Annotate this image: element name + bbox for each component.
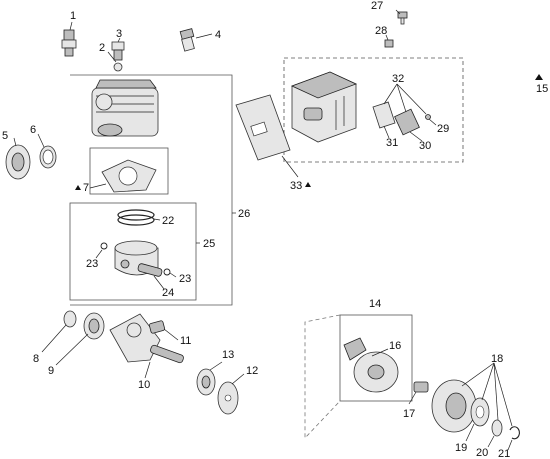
thrust-washer-hole — [224, 394, 232, 402]
cylinder-group-box — [70, 74, 233, 306]
spark-plug-part — [61, 29, 77, 57]
callout-8: 8 — [33, 353, 39, 365]
circlip-part — [100, 242, 108, 250]
piston-pin-part — [137, 263, 163, 277]
bearing-part — [196, 368, 216, 396]
callout-16: 16 — [389, 340, 401, 352]
decompression-valve-part — [111, 41, 125, 61]
callout-9: 9 — [48, 365, 54, 377]
callout-22: 22 — [162, 215, 174, 227]
callout-24: 24 — [162, 287, 174, 299]
clutch-assembly-part — [343, 337, 399, 393]
e-clip-part — [509, 426, 520, 440]
callout-13: 13 — [222, 349, 234, 361]
circlip-part — [163, 268, 171, 276]
callout-32: 32 — [392, 73, 404, 85]
exhaust-gasket-part — [372, 101, 396, 129]
callout-33: 33 — [290, 180, 302, 192]
callout-6: 6 — [30, 124, 36, 136]
needle-cage-part — [413, 381, 429, 393]
callout-17: 17 — [403, 408, 415, 420]
callout-25: 25 — [203, 238, 215, 250]
marker-triangle — [305, 182, 311, 187]
callout-5: 5 — [2, 130, 8, 142]
callout-30: 30 — [419, 140, 431, 152]
callout-27: 27 — [371, 0, 383, 12]
bearing-part — [83, 312, 105, 340]
callout-28: 28 — [375, 25, 387, 37]
cylinder-part — [91, 79, 159, 137]
callout-31: 31 — [386, 137, 398, 149]
muffler-gasket-hole — [250, 121, 268, 137]
callout-15: 15 — [536, 83, 548, 95]
intake-flange-part — [5, 144, 31, 180]
clutch-drum-part — [431, 379, 477, 433]
marker-triangle — [75, 185, 81, 190]
callout-21: 21 — [498, 448, 510, 459]
muffler-part — [290, 71, 358, 143]
callout-29: 29 — [437, 123, 449, 135]
hose-clamp-part — [39, 145, 57, 169]
piston-ring-part — [117, 209, 155, 226]
marker-triangle — [535, 74, 543, 80]
callout-3: 3 — [116, 28, 122, 40]
callout-14: 14 — [369, 298, 381, 310]
nut-part — [384, 39, 394, 48]
callout-4: 4 — [215, 29, 221, 41]
leader-lines — [13, 9, 513, 451]
callout-12: 12 — [246, 365, 258, 377]
gasket-box — [89, 147, 169, 195]
piston-kit-box — [69, 202, 197, 301]
screw-part — [397, 11, 408, 25]
deflector-plate-part — [394, 108, 420, 136]
clutch-box — [339, 314, 413, 402]
exhaust-group-box — [283, 57, 464, 163]
callout-10: 10 — [138, 379, 150, 391]
callout-26: 26 — [238, 208, 250, 220]
callout-23a: 23 — [86, 258, 98, 270]
screw-part — [425, 114, 431, 120]
callout-11: 11 — [180, 335, 191, 347]
fitting-part — [179, 28, 195, 52]
cylinder-gasket-part — [101, 159, 157, 193]
washer-part — [113, 62, 123, 72]
crankshaft-part — [109, 313, 184, 364]
washer-part — [491, 419, 503, 437]
needle-bearing-part — [148, 320, 166, 334]
callout-19: 19 — [455, 442, 467, 454]
callout-18: 18 — [491, 353, 503, 365]
oil-seal-part — [63, 310, 77, 328]
callout-1: 1 — [70, 10, 76, 22]
clutch-leader-dashes — [304, 314, 341, 440]
callout-20: 20 — [476, 447, 488, 459]
rim-sprocket-part — [470, 397, 490, 427]
callout-23b: 23 — [179, 273, 191, 285]
callout-2: 2 — [99, 42, 105, 54]
callout-7: 7 — [83, 182, 89, 194]
